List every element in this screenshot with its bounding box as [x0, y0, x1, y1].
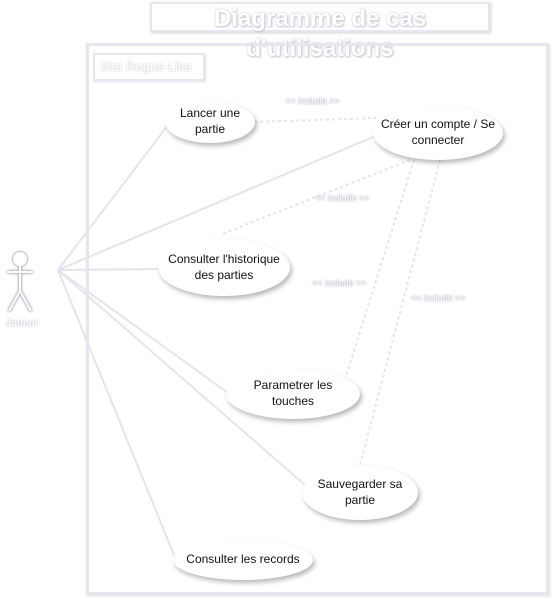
usecase-label: Consulter les records: [186, 552, 300, 567]
usecase-label: Parametrer les touches: [253, 378, 333, 408]
include-label-historique: << include >>: [315, 193, 370, 203]
include-sauvegarder-creer: [359, 159, 441, 466]
usecase-label: Consulter l'historique des parties: [168, 251, 280, 282]
assoc-creer: [57, 134, 379, 271]
assoc-lancer: [57, 124, 169, 271]
actor-head: [13, 252, 27, 266]
assoc-records: [57, 269, 177, 561]
assoc-sauvegarder: [57, 269, 306, 486]
usecase-label: Créer un compte / Se connecter: [380, 117, 496, 147]
include-label-sauvegarder: << include >>: [411, 293, 466, 303]
diagram-title: Diagramme de cas d'utilisations: [150, 2, 490, 62]
system-label: Site Rogue Like: [93, 53, 205, 81]
usecase-parametrer-touches[interactable]: Parametrer les touches: [226, 369, 360, 419]
usecase-sauvegarder-partie[interactable]: Sauvegarder sa partie: [302, 465, 418, 520]
usecase-lancer-partie[interactable]: Lancer une partie: [165, 101, 255, 143]
include-lines: [221, 117, 441, 466]
usecase-consulter-records[interactable]: Consulter les records: [173, 540, 313, 580]
usecase-label: Sauvegarder sa partie: [317, 476, 403, 507]
usecase-consulter-historique[interactable]: Consulter l'historique des parties: [158, 239, 290, 296]
include-label-lancer: << include >>: [285, 96, 340, 106]
usecase-label: Lancer une partie: [179, 106, 241, 136]
actor-figure: [8, 252, 32, 312]
include-historique-creer: [221, 159, 411, 235]
actor-left-leg: [8, 290, 21, 312]
include-parametrer-creer: [345, 159, 415, 377]
usecase-creer-compte[interactable]: Créer un compte / Se connecter: [373, 106, 503, 160]
assoc-historique: [57, 268, 161, 271]
include-lancer-creer: [253, 117, 377, 123]
actor-label: Joueur: [5, 318, 39, 329]
system-boundary: [86, 43, 549, 595]
include-label-parametrer: << include >>: [312, 278, 367, 288]
actor-right-leg: [19, 290, 32, 312]
